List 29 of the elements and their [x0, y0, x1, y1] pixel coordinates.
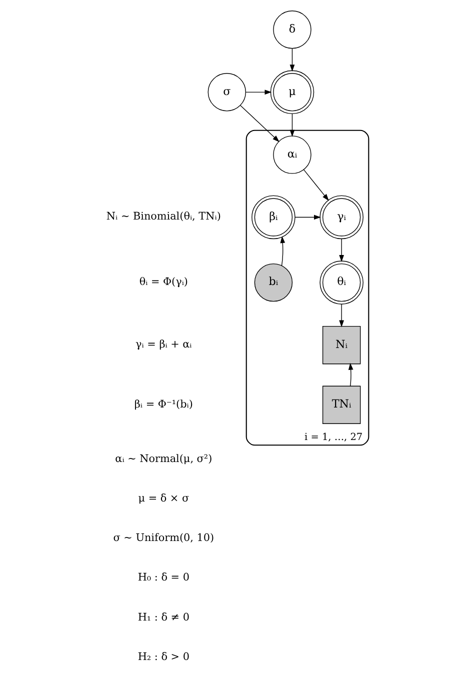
arrow — [348, 362, 353, 386]
arrow — [289, 48, 294, 72]
arrow — [338, 304, 344, 328]
node-circle: μ — [270, 70, 314, 114]
arrow — [338, 238, 344, 262]
arrow — [302, 169, 328, 201]
arrow — [280, 236, 285, 266]
label: γᵢ = βᵢ + αᵢ — [135, 338, 192, 351]
arrow — [294, 214, 320, 220]
node-box: Nᵢ — [322, 326, 360, 364]
label: βᵢ = Φ⁻¹(bᵢ) — [134, 398, 192, 410]
label: Nᵢ ~ Binomial(θᵢ, TNᵢ) — [106, 210, 220, 223]
label: σ ~ Uniform(0, 10) — [112, 532, 214, 544]
arrow — [244, 90, 272, 95]
label: H₀ : δ = 0 — [137, 572, 189, 584]
arrow — [240, 105, 279, 142]
node-circle: βᵢ — [251, 195, 295, 240]
node-circle: bᵢ — [254, 263, 292, 302]
label: μ = δ × σ — [138, 492, 189, 504]
arrow — [289, 114, 294, 137]
node-circle: γᵢ — [319, 195, 363, 240]
node-circle: δ — [272, 10, 311, 49]
node-circle: σ — [207, 73, 246, 112]
label: θᵢ = Φ(γᵢ) — [138, 276, 188, 288]
label: H₁ : δ ≠ 0 — [137, 611, 189, 624]
node-box: TNᵢ — [322, 386, 360, 424]
label: αᵢ ~ Normal(μ, σ²) — [114, 452, 212, 465]
label: H₂ : δ > 0 — [137, 650, 189, 663]
node-circle: θᵢ — [319, 260, 363, 304]
